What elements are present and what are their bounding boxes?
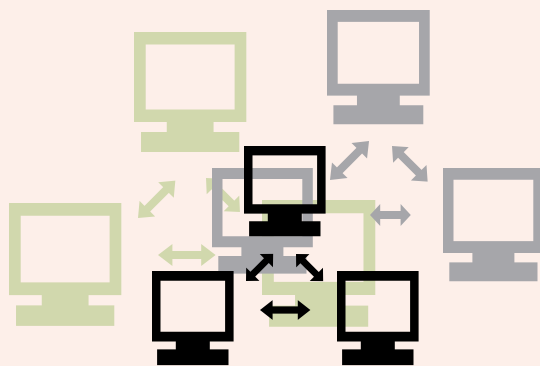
gray-network bbox=[212, 10, 540, 282]
gray-arrow-right-diagonal-icon bbox=[384, 138, 436, 190]
green-computer-top-icon bbox=[134, 32, 247, 152]
gray-arrow-left-diagonal-icon bbox=[322, 133, 377, 188]
green-computer-left-icon bbox=[9, 203, 122, 326]
gray-computer-right-icon bbox=[443, 168, 540, 282]
black-computer-bottom-left-icon bbox=[152, 271, 234, 366]
green-arrow-left-diagonal-icon bbox=[130, 172, 184, 226]
black-computer-top-icon bbox=[244, 146, 326, 237]
green-arrow-horizontal-icon bbox=[158, 244, 216, 266]
gray-arrow-horizontal-icon bbox=[370, 204, 411, 226]
gray-computer-top-icon bbox=[327, 10, 430, 125]
